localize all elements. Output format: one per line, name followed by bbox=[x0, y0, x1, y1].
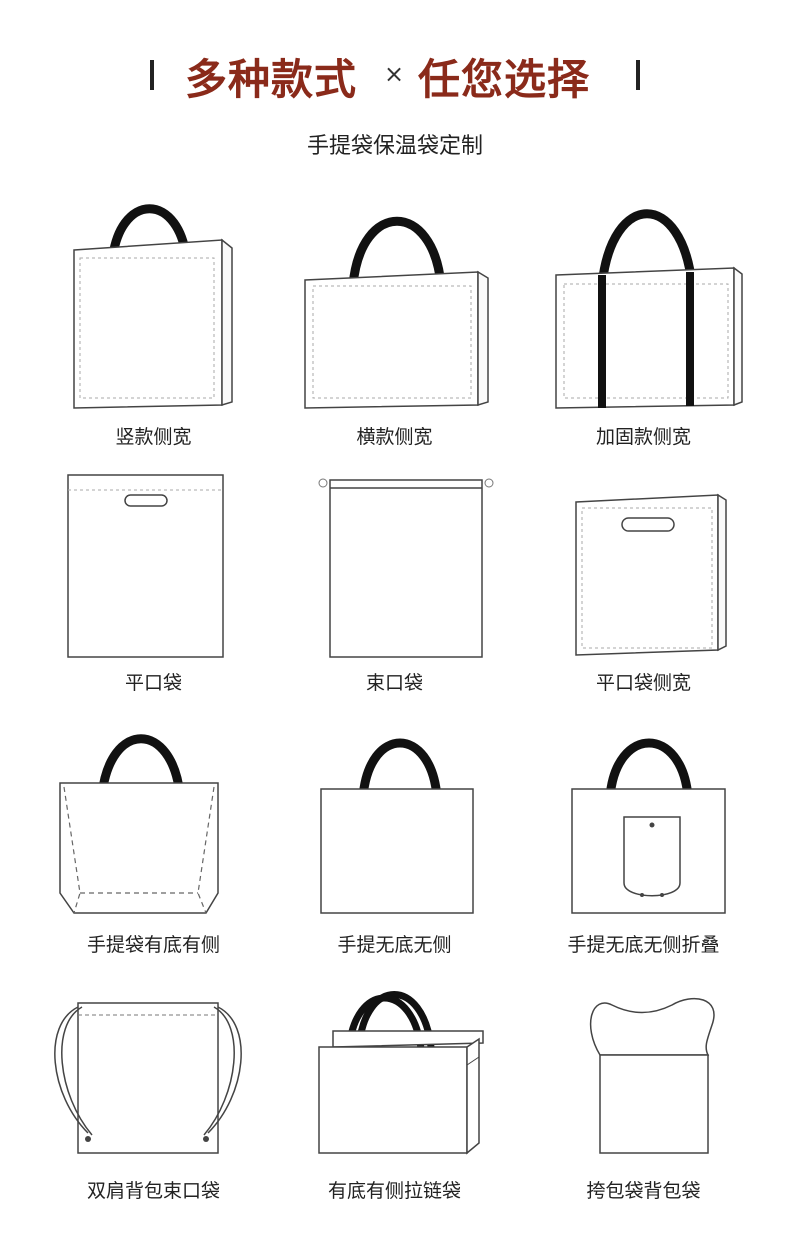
tote-no-bottom-no-side-icon bbox=[320, 738, 474, 914]
title-separator: × bbox=[384, 60, 405, 88]
style-label: 平口袋侧宽 bbox=[595, 672, 691, 694]
foldable-tote-icon bbox=[571, 738, 726, 914]
style-label: 手提无底无侧折叠 bbox=[567, 934, 720, 956]
style-card: 横款侧宽 bbox=[263, 180, 526, 460]
style-label: 手提无底无侧 bbox=[337, 934, 452, 956]
style-card: 挎包袋背包袋 bbox=[512, 985, 775, 1225]
style-card: 束口袋 bbox=[263, 470, 526, 700]
title-divider-left bbox=[150, 60, 154, 90]
style-card: 竖款侧宽 bbox=[22, 180, 285, 460]
style-card: 手提无底无侧 bbox=[263, 725, 526, 965]
horizontal-side-gusset-bag-icon bbox=[304, 216, 489, 409]
style-card: 平口袋侧宽 bbox=[512, 470, 775, 700]
vest-bag-icon bbox=[589, 997, 715, 1154]
style-card: 手提袋有底有侧 bbox=[22, 725, 285, 965]
page-title: 多种款式 × 任您选择 bbox=[0, 38, 790, 118]
style-card: 有底有侧拉链袋 bbox=[263, 985, 526, 1225]
subtitle: 手提袋保温袋定制 bbox=[306, 134, 483, 159]
title-right: 任您选择 bbox=[418, 55, 591, 104]
style-label: 双肩背包束口袋 bbox=[86, 1180, 220, 1202]
style-label: 挎包袋背包袋 bbox=[586, 1180, 701, 1202]
header: 多种款式 × 任您选择 bbox=[0, 38, 790, 118]
style-label: 加固款侧宽 bbox=[595, 426, 691, 448]
style-label: 竖款侧宽 bbox=[115, 426, 192, 448]
style-label: 手提袋有底有侧 bbox=[86, 934, 220, 956]
style-label: 横款侧宽 bbox=[356, 426, 433, 448]
tote-with-bottom-and-side-icon bbox=[59, 734, 219, 914]
title-divider-right bbox=[636, 60, 640, 90]
style-card: 平口袋 bbox=[22, 470, 285, 700]
style-card: 加固款侧宽 bbox=[512, 180, 775, 460]
style-card: 手提无底无侧折叠 bbox=[512, 725, 775, 965]
reinforced-side-gusset-bag-icon bbox=[555, 209, 743, 409]
drawstring-backpack-icon bbox=[54, 1002, 242, 1154]
zipper-bag-icon bbox=[318, 991, 484, 1155]
flat-die-cut-bag-icon bbox=[67, 474, 224, 658]
style-label: 平口袋 bbox=[124, 672, 182, 694]
drawstring-bag-icon bbox=[318, 478, 494, 658]
style-card: 双肩背包束口袋 bbox=[22, 985, 285, 1225]
style-label: 有底有侧拉链袋 bbox=[327, 1180, 461, 1202]
style-label: 束口袋 bbox=[365, 672, 423, 694]
title-left: 多种款式 bbox=[185, 55, 358, 104]
flat-bag-with-gusset-icon bbox=[575, 493, 727, 656]
vertical-side-gusset-bag-icon bbox=[73, 204, 233, 409]
